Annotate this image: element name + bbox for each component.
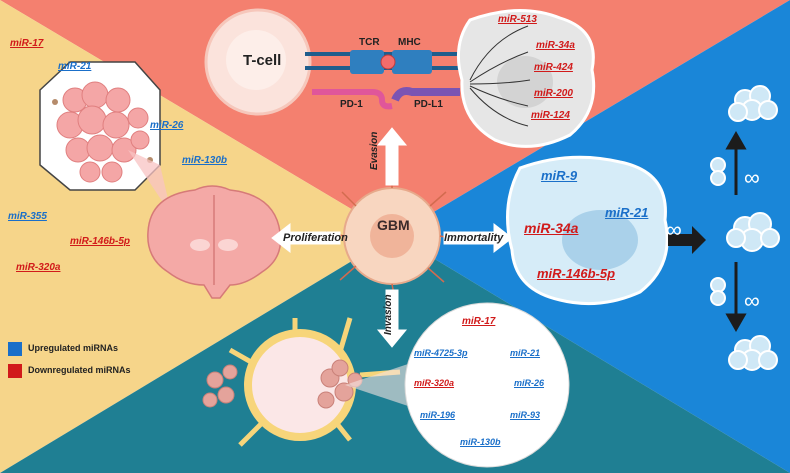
mirna-label: miR-26 [514, 378, 545, 388]
mirna-label: miR-21 [58, 61, 92, 72]
invading-cells [202, 359, 363, 409]
pd1-receptor [312, 89, 393, 110]
replication-arrow [668, 226, 706, 254]
mirna-label: miR-4725-3p [414, 348, 468, 358]
cell-clusters [710, 85, 780, 371]
mirna-label: miR-34a [524, 220, 579, 236]
infinity-symbol: ∞ [666, 217, 682, 242]
process-arrows [271, 127, 513, 348]
tumor-cells [56, 81, 150, 183]
mirna-label: miR-130b [460, 437, 501, 447]
mirna-label: miR-200 [534, 88, 573, 99]
pdl1-receptor [391, 87, 460, 102]
mirna-label: miR-26 [150, 120, 184, 131]
mirna-label: miR-196 [420, 410, 456, 420]
membrane-bar [305, 52, 465, 56]
legend-up-label: Upregulated miRNAs [28, 343, 119, 353]
tumor-dot [52, 99, 58, 105]
mirna-label: miR-17 [462, 316, 496, 327]
infinity-symbol: ∞ [744, 288, 760, 313]
evasion-label: Evasion [369, 131, 380, 170]
invasion-label: Invasion [383, 294, 394, 335]
mirna-label: miR-130b [182, 155, 228, 166]
inhibition-lines [469, 25, 531, 127]
t-cell-nucleus [226, 30, 286, 90]
zoom-cone [128, 150, 172, 216]
brain-ventricle-left [190, 239, 210, 251]
infinity-symbol: ∞ [744, 165, 760, 190]
mirna-label: miR-124 [531, 110, 570, 121]
invasion-mirna-panel [404, 302, 570, 468]
proliferation-label: Proliferation [283, 232, 348, 244]
mhc-receptor [392, 50, 432, 74]
immortality-label: Immortality [444, 232, 504, 244]
legend-down-label: Downregulated miRNAs [28, 365, 131, 375]
mhc-label: MHC [398, 37, 421, 48]
immune-tumor-nucleus [497, 56, 553, 108]
mirna-label: miR-424 [534, 62, 573, 73]
mirna-label: miR-320a [414, 378, 455, 388]
immortal-nucleus [562, 210, 638, 270]
mirna-label: miR-34a [536, 40, 575, 51]
zoom-cone-bottom [345, 360, 420, 410]
mirna-label: miR-9 [541, 168, 578, 183]
gbm-nucleus [370, 214, 414, 258]
mirna-label: miR-355 [8, 211, 47, 222]
legend-down-swatch [8, 364, 22, 378]
mirna-label: miR-21 [605, 205, 649, 220]
mirna-label: miR-17 [10, 38, 44, 49]
mirna-label: miR-146b-5p [70, 236, 131, 247]
pdl1-label: PD-L1 [414, 99, 443, 110]
mirna-label: miR-93 [510, 410, 541, 420]
pd1-label: PD-1 [340, 99, 363, 110]
legend-up-swatch [8, 342, 22, 356]
mirna-label: miR-513 [498, 14, 537, 25]
mirna-label: miR-146b-5p [537, 266, 616, 281]
tcr-label: TCR [359, 37, 380, 48]
tcr-receptor [350, 50, 384, 74]
brain-ventricle-right [218, 239, 238, 251]
gbm-label: GBM [377, 217, 410, 233]
mirna-label: miR-320a [16, 262, 61, 273]
bottom-quadrant [0, 235, 790, 473]
antigen [380, 54, 396, 70]
t-cell-label: T-cell [243, 52, 282, 69]
mirna-label: miR-21 [510, 348, 541, 358]
up-down-arrows [725, 130, 747, 333]
